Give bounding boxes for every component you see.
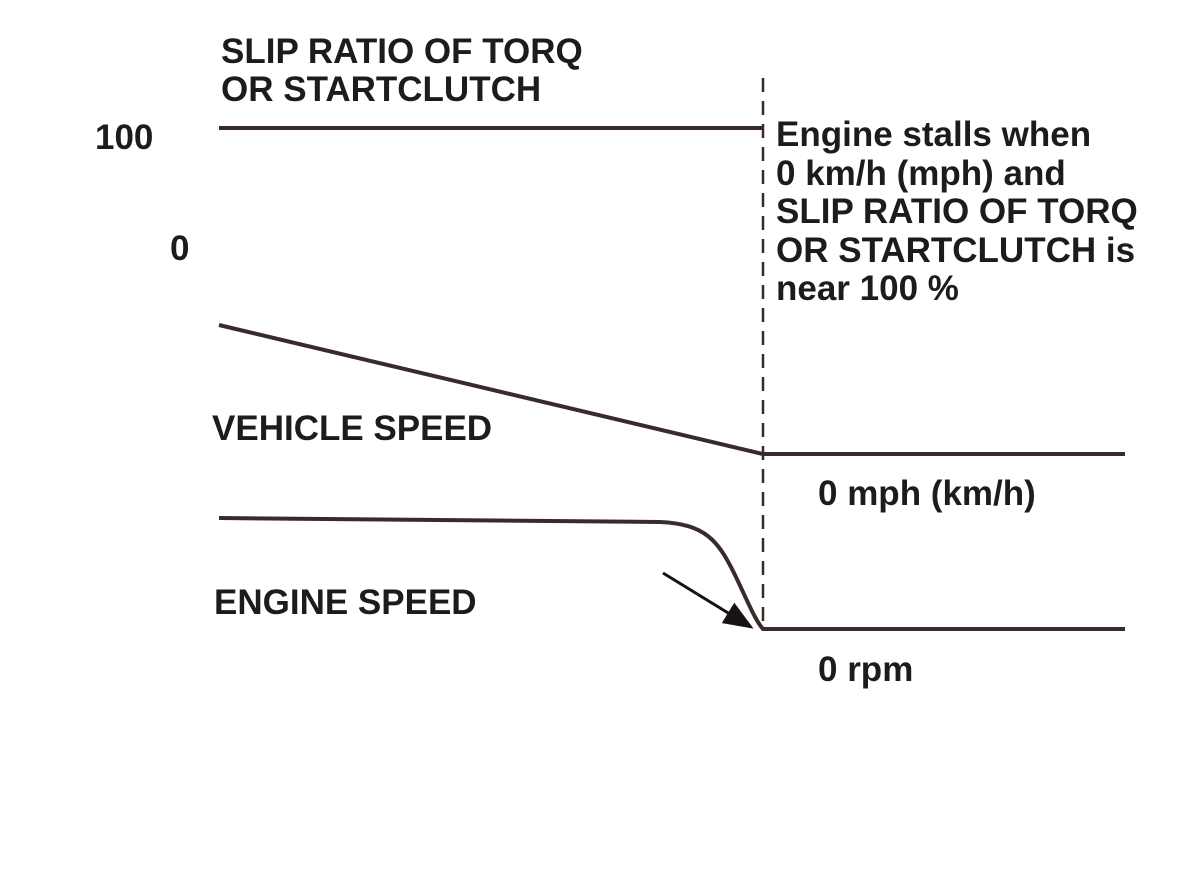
slip-ratio-lower-value: 0 bbox=[170, 229, 190, 268]
slip-ratio-title: SLIP RATIO OF TORQ OR STARTCLUTCH bbox=[221, 32, 583, 109]
vehicle-speed-label: VEHICLE SPEED bbox=[212, 409, 493, 448]
engine-speed-end-value: 0 rpm bbox=[818, 650, 914, 689]
drop-indicator-arrow bbox=[662, 571, 754, 629]
engine-speed-curve bbox=[218, 516, 1125, 631]
engine-speed-label: ENGINE SPEED bbox=[214, 583, 477, 622]
vehicle-speed-end-value: 0 mph (km/h) bbox=[818, 474, 1036, 513]
vehicle-speed-line bbox=[218, 323, 1125, 456]
engine-stall-note: Engine stalls when 0 km/h (mph) and SLIP… bbox=[776, 115, 1138, 309]
slip-ratio-upper-value: 100 bbox=[95, 118, 154, 157]
